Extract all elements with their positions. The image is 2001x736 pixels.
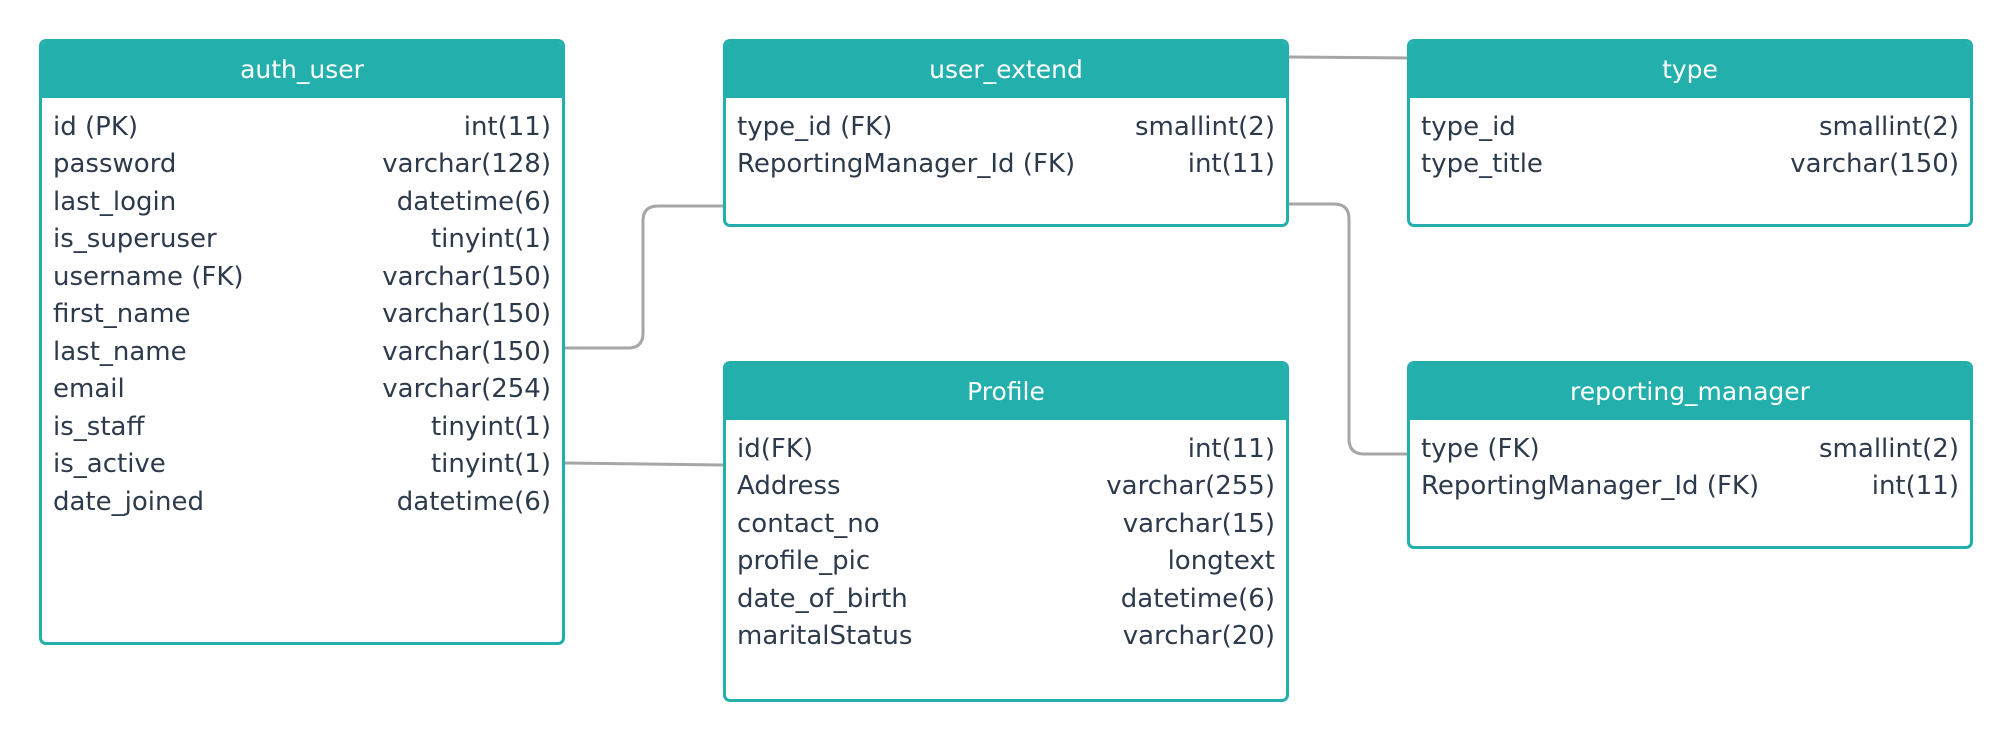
column-name: password xyxy=(53,149,177,180)
column-type: tinyint(1) xyxy=(430,224,551,255)
column-name: maritalStatus xyxy=(737,621,913,652)
column-name: ReportingManager_Id (FK) xyxy=(1421,471,1760,502)
column-type: datetime(6) xyxy=(396,186,551,217)
column-name: type_id (FK) xyxy=(737,111,893,142)
column-name: Address xyxy=(737,471,841,502)
column-name: last_login xyxy=(53,186,177,217)
column-name: last_name xyxy=(53,336,187,367)
column-type: int(11) xyxy=(1871,471,1959,502)
column-row: last_login datetime(6) xyxy=(53,183,551,221)
column-row: date_of_birth datetime(6) xyxy=(737,580,1275,618)
column-name: username (FK) xyxy=(53,261,244,292)
column-row: username (FK) varchar(150) xyxy=(53,258,551,296)
column-name: ReportingManager_Id (FK) xyxy=(737,149,1076,180)
column-type: int(11) xyxy=(1187,149,1275,180)
column-row: Address varchar(255) xyxy=(737,468,1275,506)
column-type: int(11) xyxy=(1187,433,1275,464)
column-row: last_name varchar(150) xyxy=(53,333,551,371)
column-type: datetime(6) xyxy=(396,486,551,517)
column-name: date_of_birth xyxy=(737,583,908,614)
column-row: type_id smallint(2) xyxy=(1421,108,1959,146)
column-name: contact_no xyxy=(737,508,880,539)
column-type: varchar(150) xyxy=(382,299,551,330)
connector-user-extend-to-type xyxy=(1288,55,1408,60)
column-name: email xyxy=(53,374,125,405)
table-header: Profile xyxy=(726,364,1286,420)
column-list: type (FK) smallint(2) ReportingManager_Id… xyxy=(1410,420,1970,505)
column-row: profile_pic longtext xyxy=(737,543,1275,581)
column-row: id (PK) int(11) xyxy=(53,108,551,146)
column-name: is_active xyxy=(53,449,166,480)
column-type: varchar(15) xyxy=(1122,508,1275,539)
table-profile[interactable]: Profile id(FK) int(11) Address varchar(255… xyxy=(723,361,1289,702)
column-type: varchar(128) xyxy=(382,149,551,180)
column-name: is_superuser xyxy=(53,224,217,255)
connector-auth-user-to-user-extend xyxy=(565,204,723,350)
table-auth-user[interactable]: auth_user id (PK) int(11) password varchar… xyxy=(39,39,565,645)
column-name: date_joined xyxy=(53,486,204,517)
column-name: id(FK) xyxy=(737,433,814,464)
connector-user-extend-to-reporting-manager xyxy=(1289,202,1407,456)
column-type: varchar(255) xyxy=(1106,471,1275,502)
column-type: tinyint(1) xyxy=(430,411,551,442)
column-row: contact_no varchar(15) xyxy=(737,505,1275,543)
column-type: varchar(150) xyxy=(382,336,551,367)
column-row: type (FK) smallint(2) xyxy=(1421,430,1959,468)
column-name: id (PK) xyxy=(53,111,139,142)
column-row: is_superuser tinyint(1) xyxy=(53,221,551,259)
column-name: profile_pic xyxy=(737,546,871,577)
column-name: type_title xyxy=(1421,149,1543,180)
column-name: is_staff xyxy=(53,411,145,442)
column-list: type_id (FK) smallint(2) ReportingManager… xyxy=(726,98,1286,183)
column-row: email varchar(254) xyxy=(53,371,551,409)
column-type: int(11) xyxy=(463,111,551,142)
column-type: datetime(6) xyxy=(1120,583,1275,614)
column-type: smallint(2) xyxy=(1819,433,1959,464)
column-row: is_staff tinyint(1) xyxy=(53,408,551,446)
column-type: varchar(254) xyxy=(382,374,551,405)
column-type: smallint(2) xyxy=(1819,111,1959,142)
table-header: user_extend xyxy=(726,42,1286,98)
column-type: varchar(150) xyxy=(1790,149,1959,180)
column-row: is_active tinyint(1) xyxy=(53,446,551,484)
column-list: type_id smallint(2) type_title varchar(150… xyxy=(1410,98,1970,183)
column-row: ReportingManager_Id (FK) int(11) xyxy=(737,146,1275,184)
table-header: type xyxy=(1410,42,1970,98)
column-type: longtext xyxy=(1167,546,1275,577)
table-reporting-manager[interactable]: reporting_manager type (FK) smallint(2) R… xyxy=(1407,361,1973,549)
column-row: ReportingManager_Id (FK) int(11) xyxy=(1421,468,1959,506)
column-type: tinyint(1) xyxy=(430,449,551,480)
table-header: reporting_manager xyxy=(1410,364,1970,420)
table-header: auth_user xyxy=(42,42,562,98)
column-list: id(FK) int(11) Address varchar(255) contac… xyxy=(726,420,1286,655)
column-row: maritalStatus varchar(20) xyxy=(737,618,1275,656)
column-name: type_id xyxy=(1421,111,1516,142)
column-list: id (PK) int(11) password varchar(128) last… xyxy=(42,98,562,521)
table-user-extend[interactable]: user_extend type_id (FK) smallint(2) Repo… xyxy=(723,39,1289,227)
column-name: first_name xyxy=(53,299,191,330)
column-type: smallint(2) xyxy=(1135,111,1275,142)
column-row: first_name varchar(150) xyxy=(53,296,551,334)
column-type: varchar(150) xyxy=(382,261,551,292)
column-row: date_joined datetime(6) xyxy=(53,483,551,521)
column-row: type_id (FK) smallint(2) xyxy=(737,108,1275,146)
connector-auth-user-to-profile xyxy=(564,461,724,467)
column-row: id(FK) int(11) xyxy=(737,430,1275,468)
column-row: type_title varchar(150) xyxy=(1421,146,1959,184)
column-name: type (FK) xyxy=(1421,433,1540,464)
column-type: varchar(20) xyxy=(1122,621,1275,652)
column-row: password varchar(128) xyxy=(53,146,551,184)
table-type[interactable]: type type_id smallint(2) type_title varcha… xyxy=(1407,39,1973,227)
